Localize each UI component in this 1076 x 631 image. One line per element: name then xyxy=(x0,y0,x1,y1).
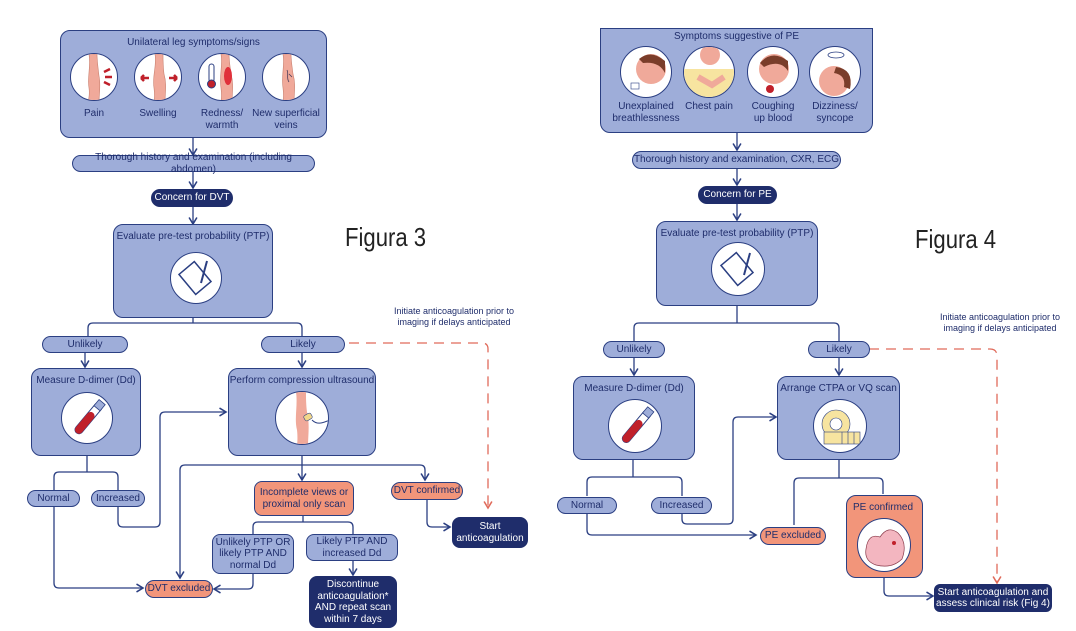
pe-ddimer-box: Measure D-dimer (Dd) xyxy=(573,376,695,460)
edge4-confirmed-start xyxy=(883,578,935,601)
pe-symptoms-title: Symptoms suggestive of PE xyxy=(673,31,800,42)
symptoms-box: Unilateral leg symptoms/signs Pain Swell… xyxy=(60,30,327,138)
edge4-ptp-split xyxy=(633,306,840,341)
concern-dvt-step: Concern for DVT xyxy=(151,189,233,207)
pe-blood-tube-icon xyxy=(608,399,662,453)
ultrasound-box: Perform compression ultrasound xyxy=(228,368,376,456)
figure-4-label: Figura 4 xyxy=(915,224,997,254)
ptp-box: Evaluate pre-test probability (PTP) xyxy=(113,224,273,318)
pe-increased-node: Increased xyxy=(651,497,712,514)
ddimer-box: Measure D-dimer (Dd) xyxy=(31,368,141,456)
ctpa-box: Arrange CTPA or VQ scan xyxy=(777,376,900,460)
dizziness-icon xyxy=(809,46,861,98)
pe-normal-node: Normal xyxy=(557,497,617,514)
edge4-ddimer-split xyxy=(586,460,683,496)
pe-anticoagulation-note: Initiate anticoagulation prior to imagin… xyxy=(939,312,1061,333)
pe-confirmed-title: PE confirmed xyxy=(853,502,914,513)
pe-symptoms-box: Symptoms suggestive of PE Unexplained br… xyxy=(600,28,873,133)
edge-ultrasound-confirmed xyxy=(302,464,430,482)
likely-ptp-node: Likely PTP AND increased Dd xyxy=(306,534,398,561)
normal-dd-node: Normal xyxy=(27,490,80,507)
history-step: Thorough history and examination (includ… xyxy=(72,152,315,175)
clipboard-icon xyxy=(170,252,222,304)
ultrasound-icon xyxy=(275,391,329,445)
unlikely-ptp-node: Unlikely PTP OR likely PTP AND normal Dd xyxy=(212,534,294,574)
increased-dd-node: Increased xyxy=(91,490,145,507)
dvt-confirmed-node: DVT confirmed xyxy=(391,482,463,500)
symptom-label-chest-pain: Chest pain xyxy=(685,101,733,112)
symptoms-title: Unilateral leg symptoms/signs xyxy=(127,37,260,48)
pe-ptp-title: Evaluate pre-test probability (PTP) xyxy=(660,228,814,239)
edge4-normal-excluded xyxy=(586,514,758,540)
leg-redness-icon xyxy=(198,53,246,101)
coughing-blood-icon xyxy=(747,46,799,98)
ctpa-title: Arrange CTPA or VQ scan xyxy=(780,383,897,394)
symptom-label-swelling: Swelling xyxy=(139,108,177,119)
concern-pe-step: Concern for PE xyxy=(698,186,777,204)
pe-start-anticoagulation-node: Start anticoagulation and assess clinica… xyxy=(934,584,1052,612)
symptom-label-redness: Redness/ warmth xyxy=(200,108,244,131)
pe-ptp-box: Evaluate pre-test probability (PTP) xyxy=(656,221,818,306)
blood-tube-icon xyxy=(61,392,113,444)
leg-pain-icon xyxy=(70,53,118,101)
edge-ddimer-split xyxy=(53,456,119,490)
figure-3-label: Figura 3 xyxy=(345,222,427,252)
likely-dvt-node: Likely xyxy=(261,336,345,353)
anticoagulation-note: Initiate anticoagulation prior to imagin… xyxy=(393,306,515,327)
pe-ddimer-title: Measure D-dimer (Dd) xyxy=(584,383,684,394)
edge-normal-excluded xyxy=(53,507,145,593)
symptom-label-pain: Pain xyxy=(83,108,104,119)
ultrasound-title: Perform compression ultrasound xyxy=(229,375,375,386)
likely-pe-node: Likely xyxy=(808,341,870,358)
dvt-excluded-node: DVT excluded xyxy=(145,580,213,598)
ptp-title: Evaluate pre-test probability (PTP) xyxy=(116,231,270,242)
start-anticoagulation-node: Start anticoagulation xyxy=(452,517,528,548)
pe-confirmed-box: PE confirmed xyxy=(846,495,923,578)
edge-confirmed-start xyxy=(426,500,452,532)
discontinue-node: Discontinue anticoagulation* AND repeat … xyxy=(309,576,397,628)
incomplete-views-node: Incomplete views or proximal only scan xyxy=(254,481,354,516)
edge-incomplete-split xyxy=(252,516,354,536)
unlikely-pe-node: Unlikely xyxy=(603,341,665,358)
chest-pain-icon xyxy=(683,46,735,98)
pe-history-step: Thorough history and examination, CXR, E… xyxy=(632,151,841,169)
ct-scanner-icon xyxy=(813,399,867,453)
symptom-label-veins: New superficial veins xyxy=(252,108,320,131)
breathlessness-icon xyxy=(620,46,672,98)
ddimer-title: Measure D-dimer (Dd) xyxy=(36,375,136,386)
leg-veins-icon xyxy=(262,53,310,101)
symptom-label-coughing: Coughing up blood xyxy=(751,101,795,124)
edge-unlikelyptp-excluded xyxy=(212,574,254,594)
pe-excluded-node: PE excluded xyxy=(760,527,826,545)
unlikely-dvt-node: Unlikely xyxy=(42,336,128,353)
pe-clipboard-icon xyxy=(711,242,765,296)
edge-ptp-split xyxy=(87,318,303,336)
symptom-label-dizziness: Dizziness/ syncope xyxy=(812,101,858,124)
leg-swelling-icon xyxy=(134,53,182,101)
heart-lung-icon xyxy=(857,518,911,572)
symptom-label-breathlessness: Unexplained breathlessness xyxy=(612,101,680,124)
